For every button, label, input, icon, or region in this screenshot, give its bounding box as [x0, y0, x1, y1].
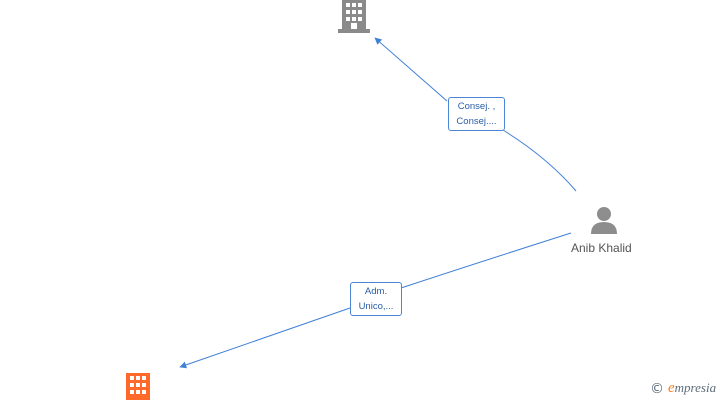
edge-label-top[interactable]: Consej. , Consej.... [448, 97, 505, 131]
brand-watermark: © empresia [650, 380, 716, 397]
copyright-icon: © [650, 380, 664, 397]
building-icon [338, 0, 370, 33]
person-node[interactable] [589, 205, 619, 235]
building-icon [126, 373, 150, 400]
edge-label-top-line2: Consej.... [456, 116, 497, 127]
edge-person-to-bottom-company[interactable] [180, 232, 572, 367]
edge-label-bottom-line2: Unico,... [358, 301, 394, 312]
company-node-top[interactable] [336, 0, 372, 34]
brand-initial: e [668, 380, 675, 396]
person-icon [591, 207, 617, 234]
edge-person-to-top-company[interactable] [375, 38, 577, 192]
brand-name: mpresia [674, 380, 717, 395]
edge-label-bottom-line1: Adm. [364, 286, 388, 297]
edge-label-top-line1: Consej. , [457, 101, 496, 112]
person-name[interactable]: Anib Khalid [571, 241, 632, 255]
company-node-bottom[interactable] [124, 373, 152, 400]
edge-label-bottom[interactable]: Adm. Unico,... [350, 282, 402, 316]
brand-logo: empresia [668, 380, 716, 397]
